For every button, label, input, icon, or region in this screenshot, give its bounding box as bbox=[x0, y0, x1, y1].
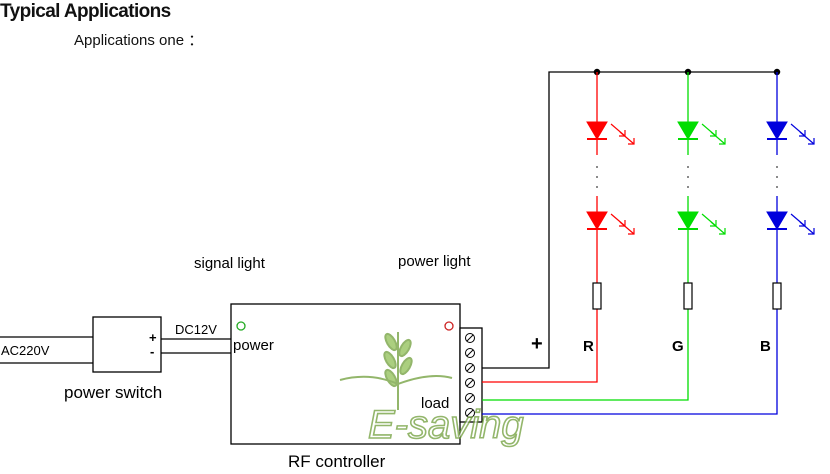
channel-g-label: G bbox=[672, 338, 684, 355]
red-channel-wire bbox=[482, 309, 598, 383]
power-switch-box bbox=[92, 316, 162, 373]
ellipsis-dot bbox=[596, 176, 598, 178]
positive-rail-wire bbox=[482, 68, 781, 369]
signal-light-indicator bbox=[236, 321, 246, 331]
dc-output-wires bbox=[161, 338, 231, 354]
led-icon bbox=[677, 121, 726, 145]
ac-input-label: AC220V bbox=[1, 343, 50, 358]
led-string-g bbox=[677, 72, 726, 310]
dc-output-label: DC12V bbox=[175, 322, 217, 337]
rf-controller-label: RF controller bbox=[288, 452, 386, 471]
power-port-label: power bbox=[233, 337, 274, 354]
load-port-label: load bbox=[421, 395, 449, 412]
led-string-b bbox=[766, 72, 815, 310]
ellipsis-dot bbox=[596, 186, 598, 188]
led-icon bbox=[586, 121, 635, 145]
page-title: Typical Applications bbox=[0, 1, 171, 22]
signal-light-label: signal light bbox=[194, 255, 266, 272]
rf-controller-box bbox=[230, 303, 461, 445]
led-strings bbox=[586, 72, 815, 310]
section-subtitle: Applications one ： bbox=[74, 32, 204, 49]
switch-minus-label: - bbox=[150, 344, 154, 359]
led-icon bbox=[766, 211, 815, 235]
ellipsis-dot bbox=[687, 186, 689, 188]
ellipsis-dot bbox=[687, 176, 689, 178]
watermark-text: E-saving bbox=[368, 403, 524, 447]
power-light-label: power light bbox=[398, 253, 471, 270]
channel-r-label: R bbox=[583, 338, 594, 355]
resistor-icon bbox=[592, 282, 602, 310]
positive-rail-label: + bbox=[531, 333, 543, 355]
green-channel-wire bbox=[482, 309, 689, 401]
ac-input-wires bbox=[0, 336, 93, 364]
led-icon bbox=[766, 121, 815, 145]
ellipsis-dot bbox=[596, 166, 598, 168]
ellipsis-dot bbox=[776, 176, 778, 178]
ellipsis-dot bbox=[687, 166, 689, 168]
led-string-r bbox=[586, 72, 635, 310]
ellipsis-dot bbox=[776, 186, 778, 188]
blue-channel-wire bbox=[482, 309, 778, 415]
channel-b-label: B bbox=[760, 338, 771, 355]
ellipsis-dot bbox=[776, 166, 778, 168]
led-icon bbox=[677, 211, 726, 235]
power-switch-label: power switch bbox=[64, 383, 162, 402]
wheat-logo-icon bbox=[339, 332, 453, 410]
resistor-icon bbox=[683, 282, 693, 310]
switch-plus-label: + bbox=[149, 330, 157, 345]
resistor-icon bbox=[772, 282, 782, 310]
terminal-screws bbox=[465, 333, 475, 418]
watermark: E-saving bbox=[339, 332, 524, 448]
power-light-indicator bbox=[444, 321, 454, 331]
led-icon bbox=[586, 211, 635, 235]
